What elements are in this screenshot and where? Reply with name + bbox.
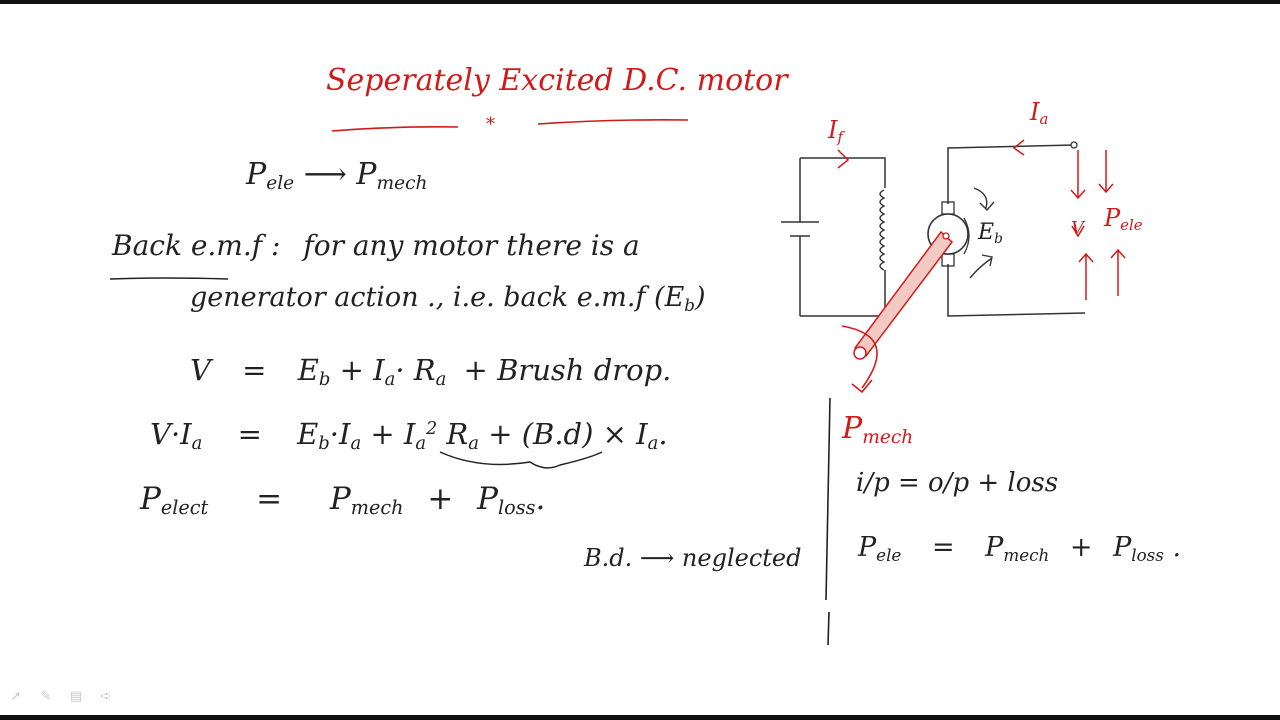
pen-icon[interactable]: ✎ [40, 689, 52, 704]
back-emf-label: Eb [978, 220, 1003, 247]
pointer-icon[interactable]: ➚ [10, 689, 22, 704]
back-emf-line: Back e.m.f : for any motor there is a [112, 232, 640, 260]
pele-symbol: P [246, 157, 267, 192]
title-underline-left [331, 126, 459, 132]
rotation-arrow-icon [841, 325, 878, 389]
battery-icon [781, 221, 819, 237]
supply-arrows [1070, 150, 1126, 300]
pmech-symbol: P [356, 157, 377, 192]
eb-bracket-icon [963, 217, 970, 255]
shaft-end [853, 346, 867, 360]
menu-icon[interactable]: ▤ [69, 689, 83, 704]
pele-circuit-label: Pele [1104, 204, 1143, 235]
panel-separator-tail [827, 611, 830, 646]
bd-neglected-note: B.d. ⟶ neglected [584, 544, 802, 572]
shaft-hub [942, 232, 950, 240]
v-polarity-icon [1071, 225, 1085, 238]
back-emf-underline [109, 277, 229, 280]
ia-arrow-icon [1012, 139, 1025, 156]
pmech-heading: Pmech [842, 411, 914, 449]
voltage-equation: V = Eb + Ia· Ra + Brush drop. [190, 353, 672, 391]
armature-circuit [947, 144, 1086, 317]
arrow-icon: ⟶ [303, 157, 347, 192]
supply-terminal [1070, 141, 1078, 149]
generator-action-line: generator action ., i.e. back e.m.f (Eb) [190, 282, 706, 315]
supply-voltage-label: V [1071, 218, 1084, 239]
next-icon[interactable]: ➪ [100, 689, 112, 704]
rotation-arrowhead-icon [851, 379, 873, 394]
title-underline-right [537, 119, 689, 125]
pele-to-pmech: Pele ⟶ Pmech [246, 157, 428, 195]
panel-separator [825, 397, 831, 601]
bottom-frame-bar [0, 715, 1280, 720]
title-star: * [486, 114, 495, 135]
armature-current-label: Ia [1030, 98, 1049, 129]
power-equation: V·Ia = Eb·Ia + Ia2 Ra + (B.d) × Ia. [150, 417, 668, 455]
loss-brace [439, 451, 603, 469]
page-title: Seperately Excited D.C. motor [326, 63, 788, 98]
input-output-equation: i/p = o/p + loss [856, 468, 1059, 498]
field-current-label: If [828, 116, 843, 147]
back-emf-term: Back e.m.f : [112, 229, 281, 262]
field-circuit [799, 157, 886, 317]
if-arrow-icon [837, 149, 850, 169]
pele-equation: Pele = Pmech + Ploss . [858, 532, 1182, 565]
pelect-equation: Pelect = Pmech + Ploss. [140, 481, 546, 520]
eb-arrow-up-icon [973, 187, 995, 212]
field-winding-icon [879, 189, 886, 271]
top-frame-bar [0, 0, 1280, 4]
back-emf-definition: for any motor there is a [303, 229, 640, 262]
eb-arrow-down-icon [969, 254, 993, 279]
presentation-toolbar: ➚ ✎ ▤ ➪ [6, 690, 116, 704]
